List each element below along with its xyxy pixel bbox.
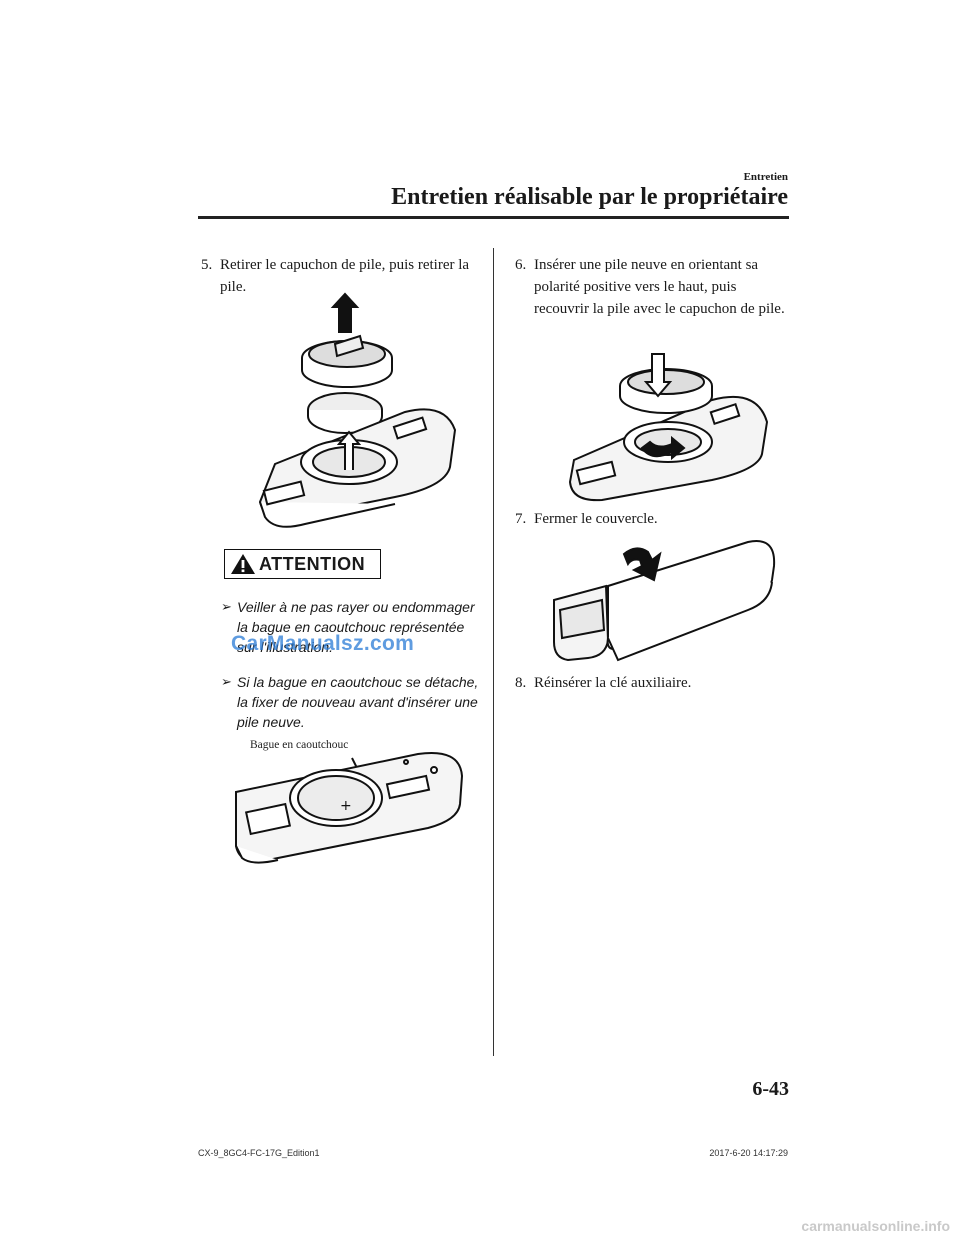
footer-timestamp: 2017-6-20 14:17:29 [709, 1148, 788, 1158]
watermark: CarManualsz.com [231, 632, 415, 655]
rubber-ring-illustration: + [235, 752, 464, 864]
step-7: 7. Fermer le couvercle. [515, 508, 790, 530]
step-number: 6. [515, 257, 527, 273]
attention-bullet: ➢ Si la bague en caoutchouc se détache, … [221, 672, 481, 732]
step-6: 6. Insérer une pile neuve en orientant s… [515, 254, 790, 320]
section-label: Entretien [743, 171, 788, 183]
step-text: Insérer une pile neuve en orientant sa p… [534, 257, 785, 317]
arrow-bullet-icon: ➢ [221, 599, 232, 614]
step-8: 8. Réinsérer la clé auxiliaire. [515, 672, 790, 694]
step-text: Réinsérer la clé auxiliaire. [534, 675, 692, 691]
arrow-bullet-icon: ➢ [221, 674, 232, 689]
footer-edition: CX-9_8GC4-FC-17G_Edition1 [198, 1148, 320, 1158]
step-number: 7. [515, 511, 527, 527]
battery-insert-illustration [568, 353, 769, 502]
site-watermark: carmanualsonline.info [801, 1218, 950, 1234]
step-text: Retirer le capuchon de pile, puis retire… [220, 257, 470, 295]
attention-badge: ATTENTION [224, 549, 381, 579]
column-divider [493, 248, 494, 1056]
step-text: Fermer le couvercle. [534, 511, 658, 527]
callout-label: Bague en caoutchouc [250, 739, 349, 751]
bullet-text: Si la bague en caoutchouc se détache, la… [237, 674, 479, 730]
attention-bullet: ➢ Veiller à ne pas rayer ou endommager l… [221, 597, 481, 657]
svg-text:+: + [340, 798, 352, 814]
page-number: 6-43 [752, 1078, 789, 1100]
step-number: 5. [201, 257, 213, 273]
step-5: 5. Retirer le capuchon de pile, puis ret… [201, 254, 481, 298]
warning-icon [231, 554, 255, 574]
attention-label: ATTENTION [259, 553, 366, 574]
step-number: 8. [515, 675, 527, 691]
bullet-text: Veiller à ne pas rayer ou endommager la … [237, 599, 475, 655]
header-divider [198, 216, 789, 219]
page-title: Entretien réalisable par le propriétaire [391, 184, 788, 210]
battery-removal-illustration [258, 292, 457, 528]
close-cover-illustration [553, 540, 776, 662]
